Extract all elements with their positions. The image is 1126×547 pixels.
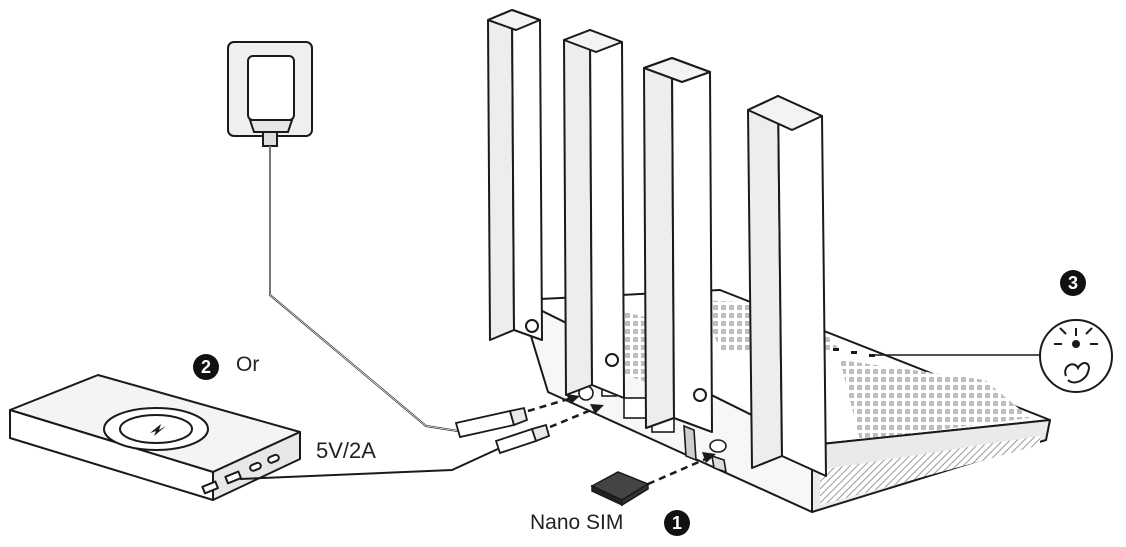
- antenna-2: [564, 30, 624, 398]
- wan-lan-port: [624, 398, 646, 418]
- voltage-label: 5V/2A: [316, 438, 376, 464]
- nano-sim-label: Nano SIM: [530, 511, 623, 535]
- adapter-cable: [270, 146, 464, 432]
- or-label: Or: [236, 353, 259, 377]
- reset-slot: [684, 426, 696, 460]
- sim-arrow: [648, 458, 708, 484]
- sim-slot: [710, 440, 726, 452]
- step-3-badge: 3: [1060, 270, 1086, 296]
- step-1-badge: 1: [664, 510, 690, 536]
- step-2-badge: 2: [193, 354, 219, 380]
- indicator-light-icon: [1040, 320, 1112, 392]
- antenna-3: [644, 58, 712, 432]
- adapter-plug: [456, 408, 527, 437]
- sim-card-icon: [592, 472, 648, 505]
- power-adapter-icon: [228, 42, 312, 146]
- power-bank-icon: [10, 375, 300, 500]
- antenna-4: [748, 96, 826, 476]
- antenna-1: [488, 10, 542, 340]
- adapter-arrow: [528, 398, 572, 411]
- usb-plug: [496, 425, 549, 453]
- usb-arrow: [550, 408, 596, 427]
